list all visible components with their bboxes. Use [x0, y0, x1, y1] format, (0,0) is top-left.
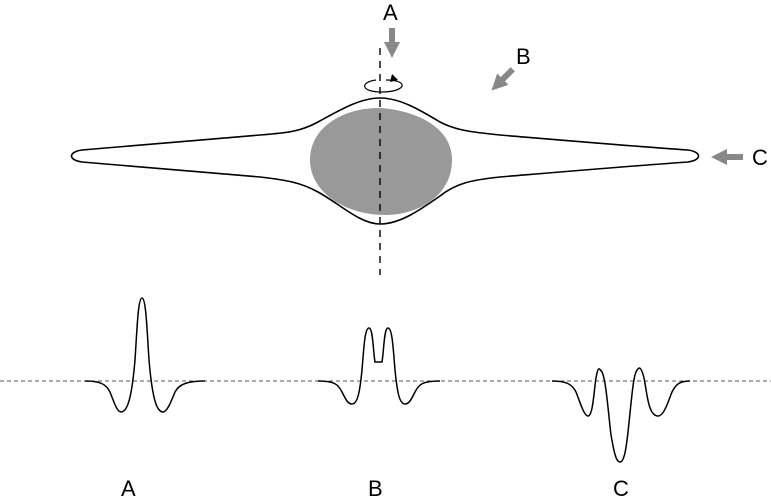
profile-label-c: C [613, 476, 629, 498]
bulge [310, 108, 452, 215]
view-arrow-c [711, 149, 743, 165]
profile-label-b: B [368, 476, 383, 498]
view-label-b: B [516, 44, 531, 69]
profile-curve-a [84, 297, 206, 413]
profile-curve-c [551, 367, 691, 463]
profile-curve-b [317, 327, 441, 405]
view-arrow-a [384, 28, 400, 58]
view-label-a: A [383, 0, 398, 25]
view-label-c: C [752, 145, 768, 170]
view-arrow-b [491, 67, 515, 91]
rotation-arrow-icon [364, 74, 403, 93]
profile-label-a: A [121, 476, 136, 498]
